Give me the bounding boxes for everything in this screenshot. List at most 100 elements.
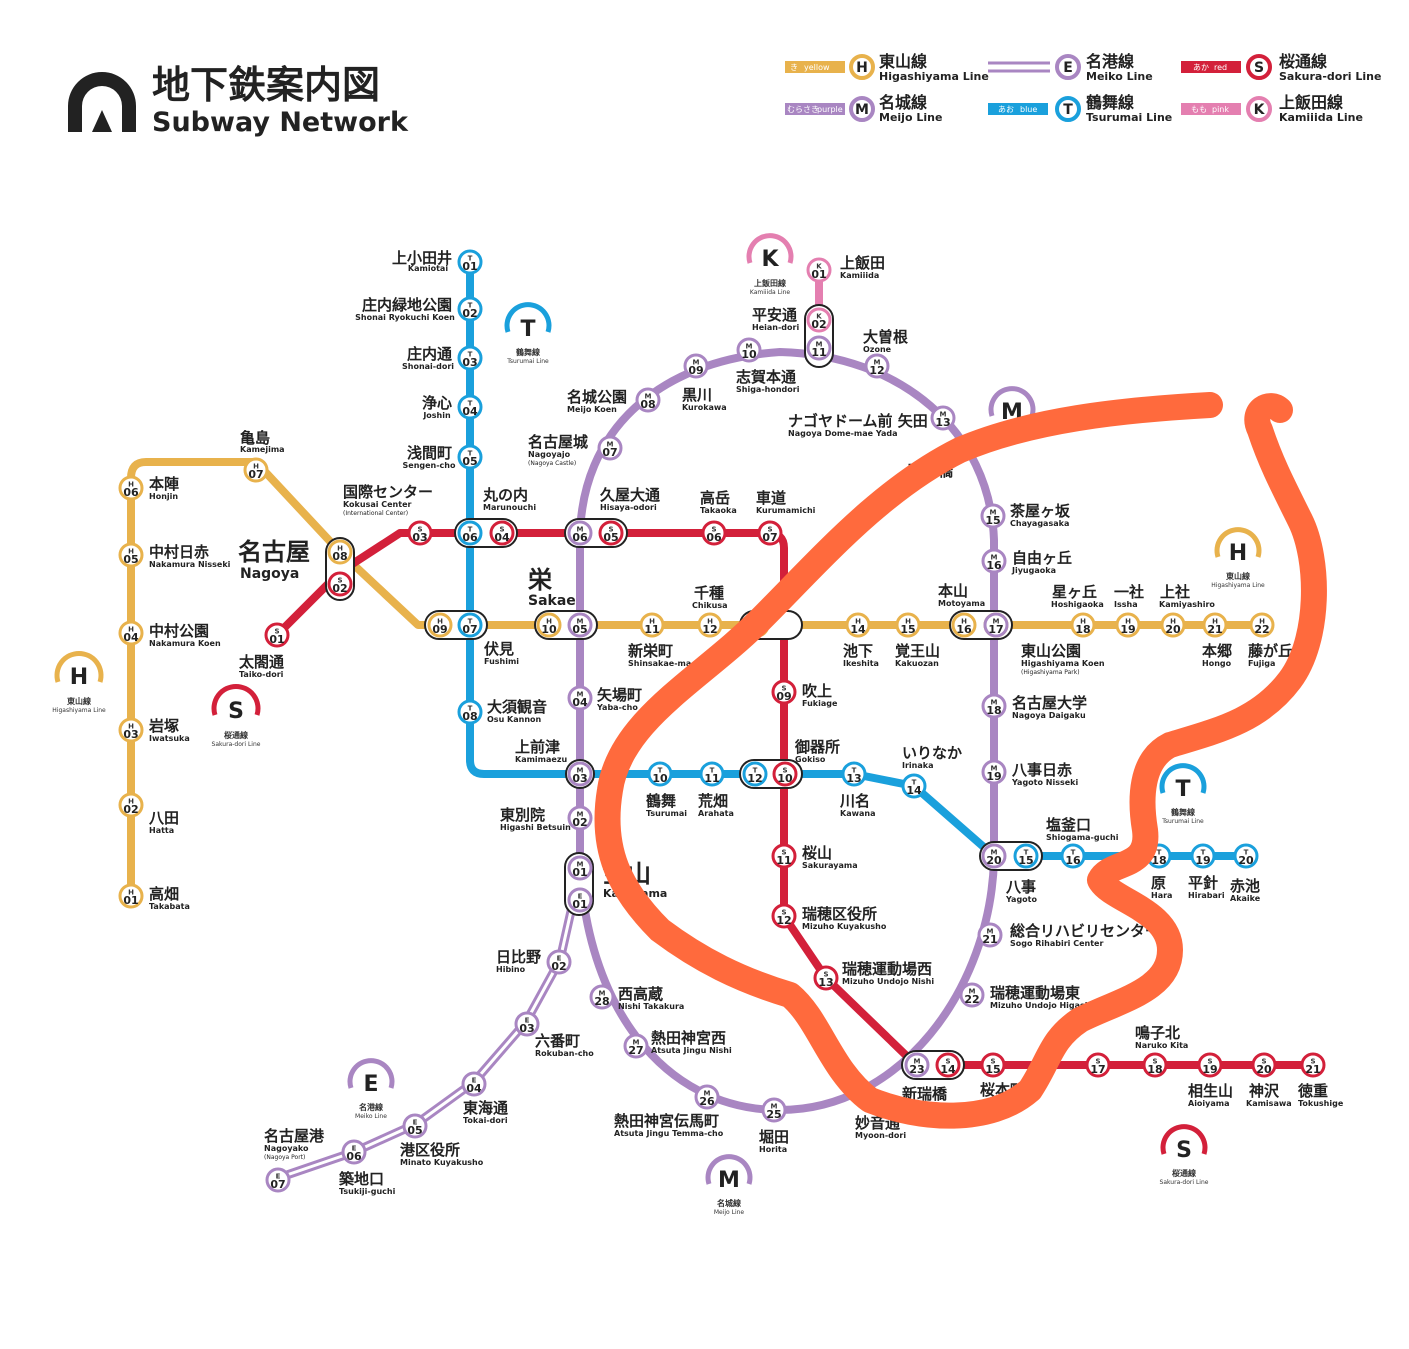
svg-text:Honjin: Honjin <box>149 492 178 501</box>
svg-text:瑞穂運動場西: 瑞穂運動場西 <box>842 960 932 978</box>
legend: き yellow H 東山線 Higashiyama Line E 名港線 Me… <box>785 52 1381 124</box>
station-icon-e01: E01 <box>567 887 593 913</box>
svg-text:Mizuho Undojo Nishi: Mizuho Undojo Nishi <box>842 977 934 986</box>
station-icon-circle <box>567 805 593 831</box>
line-symbol-icon <box>849 54 875 80</box>
station-icon-number: 11 <box>811 346 826 359</box>
svg-text:Joshin: Joshin <box>422 411 451 420</box>
station-icon-number: 06 <box>706 531 722 544</box>
station-icon-number: 08 <box>462 710 477 723</box>
svg-text:上飯田: 上飯田 <box>840 254 885 272</box>
station-icon-circle <box>536 612 562 638</box>
legend-chip <box>785 103 845 115</box>
station-icon-line-letter: H <box>128 626 134 634</box>
station-icon-circle <box>457 394 483 420</box>
svg-text:千種: 千種 <box>694 584 724 602</box>
line-badge-sakuradori-west: S 桜通線 Sakura-dori Line <box>211 683 261 748</box>
station-icon-number: 06 <box>123 486 139 499</box>
header: 地下鉄案内図 Subway Network <box>68 63 409 138</box>
station-icons: H01H02H03H04H05H06H07H08H09H10H11H12H13H… <box>118 249 1326 1193</box>
station-icon-h09: H09 <box>427 612 453 638</box>
station-icon-number: 02 <box>123 803 138 816</box>
station-icon-number: 18 <box>1147 1063 1162 1076</box>
svg-text:荒畑: 荒畑 <box>698 792 728 810</box>
station-icon-s06: S06 <box>701 520 727 546</box>
station-icon-t14: T14 <box>901 773 927 799</box>
station-icon-line-letter: M <box>577 691 584 699</box>
station-icon-circle <box>457 520 483 546</box>
svg-text:車道: 車道 <box>756 489 786 507</box>
station-icon-circle <box>951 612 977 638</box>
station-icon-circle <box>327 571 353 597</box>
station-icon-number: 08 <box>332 550 347 563</box>
station-icon-m23: M23 <box>904 1052 930 1078</box>
station-icon-number: 01 <box>811 268 826 281</box>
station-icon-number: 07 <box>762 531 777 544</box>
svg-text:Kamiiida: Kamiiida <box>840 271 879 280</box>
station-icon-circle <box>1233 843 1259 869</box>
station-icon-line-letter: M <box>991 554 998 562</box>
legend-line-name-jp: 東山線 <box>879 52 927 71</box>
svg-text:上前津: 上前津 <box>515 738 560 756</box>
svg-text:上社: 上社 <box>1160 583 1190 601</box>
station-icon-number: 10 <box>652 772 668 785</box>
station-icon-circle <box>243 457 269 483</box>
svg-text:Tokushige: Tokushige <box>1298 1099 1344 1108</box>
subway-logo-icon <box>68 72 136 132</box>
svg-text:Hisaya-odori: Hisaya-odori <box>600 503 657 512</box>
svg-text:Higashiyama Line: Higashiyama Line <box>52 707 106 714</box>
station-icon-circle <box>736 337 762 363</box>
svg-text:Arahata: Arahata <box>698 809 734 818</box>
svg-text:瑞穂区役所: 瑞穂区役所 <box>802 905 877 923</box>
station-icon-k01: K01 <box>806 257 832 283</box>
station-icon-line-letter: M <box>987 928 994 936</box>
station-icon-circle <box>981 843 1007 869</box>
station-icon-t19: T19 <box>1190 843 1216 869</box>
station-icon-line-letter: M <box>940 411 947 419</box>
station-icon-circle <box>567 887 593 913</box>
station-icon-number: 15 <box>1018 854 1033 867</box>
svg-text:Sakura-dori Line: Sakura-dori Line <box>212 741 261 748</box>
line-symbol-letter: K <box>1254 102 1266 118</box>
svg-text:Mizuho Kuyakusho: Mizuho Kuyakusho <box>802 922 887 931</box>
line-symbol-letter: E <box>1063 60 1073 76</box>
station-icon-s14: S14 <box>935 1052 961 1078</box>
station-icon-circle <box>845 612 871 638</box>
station-icon-line-letter: M <box>969 988 976 996</box>
station-icon-circle <box>981 759 1007 785</box>
line-symbol-icon <box>1055 54 1081 80</box>
station-icon-circle <box>959 982 985 1008</box>
station-icon-m25: M25 <box>761 1097 787 1123</box>
station-icon-circle <box>457 444 483 470</box>
station-icon-line-letter: M <box>633 1039 640 1047</box>
svg-text:名城公園: 名城公園 <box>567 388 627 406</box>
station-icon-m02: M02 <box>567 805 593 831</box>
station-icon-circle <box>461 1071 487 1097</box>
legend-chip-label-jp: き <box>790 63 798 72</box>
legend-chip <box>1181 103 1241 115</box>
svg-text:(Nagoya Castle): (Nagoya Castle) <box>528 460 576 467</box>
svg-text:新栄町: 新栄町 <box>628 642 673 660</box>
station-icon-line-letter: T <box>468 618 473 626</box>
svg-text:Kurokawa: Kurokawa <box>682 403 727 412</box>
line-badge-tsurumai-east: T 鶴舞線 Tsurumai Line <box>1159 763 1207 825</box>
line-badge-sakuradori-east: S 桜通線 Sakura-dori Line <box>1160 1124 1209 1186</box>
station-icon-circle <box>118 792 144 818</box>
svg-text:Heian-dori: Heian-dori <box>752 323 799 332</box>
station-icon-m27: M27 <box>623 1033 649 1059</box>
station-icon-number: 26 <box>699 1095 715 1108</box>
svg-text:Rokuban-cho: Rokuban-cho <box>535 1049 594 1058</box>
